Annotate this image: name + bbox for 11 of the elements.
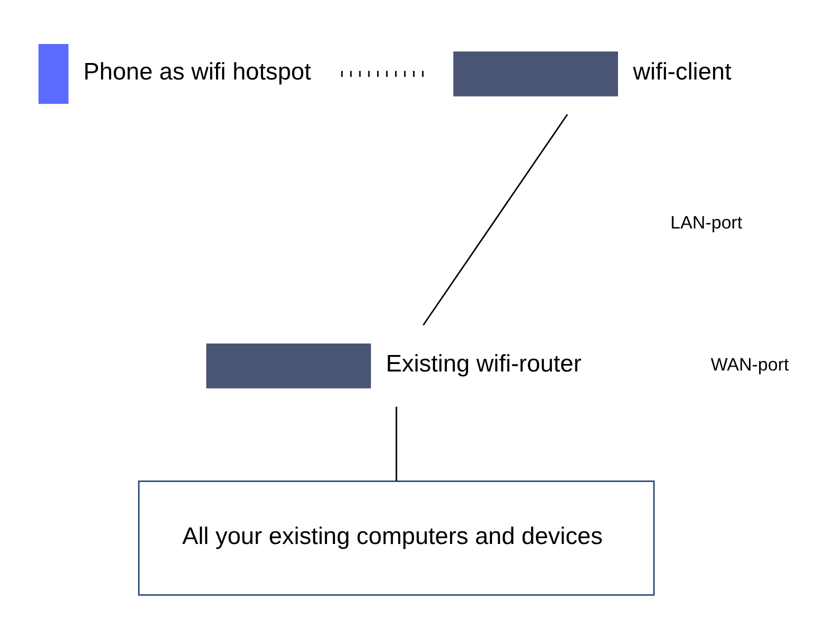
node-label: Existing wifi-router — [386, 350, 582, 378]
node-label: Phone as wifi hotspot — [83, 58, 311, 86]
node-box — [206, 342, 371, 388]
label: LAN-port — [670, 212, 742, 232]
label: WAN-port — [710, 354, 789, 374]
node-box — [453, 50, 618, 96]
node-box: All your existing computers and devices — [138, 480, 655, 596]
node-label: wifi-client — [632, 58, 732, 86]
node-box — [38, 43, 68, 104]
connector — [422, 113, 568, 326]
connector — [396, 406, 398, 480]
